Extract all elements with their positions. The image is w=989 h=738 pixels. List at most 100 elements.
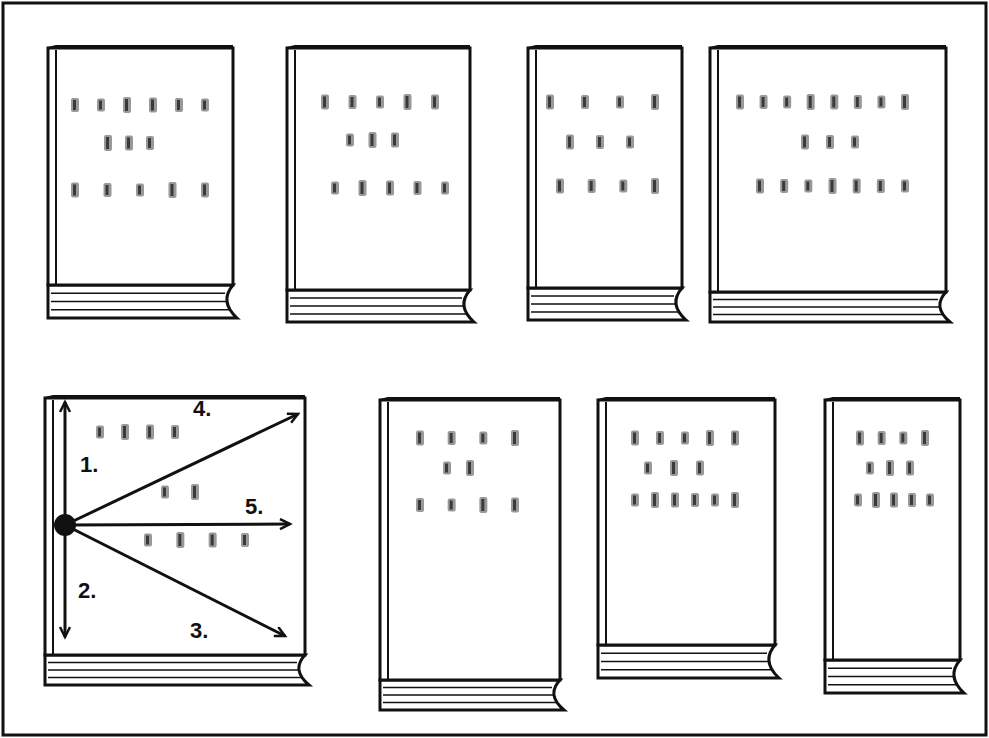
illegible-text-mark <box>906 461 914 476</box>
illegible-text-mark <box>369 132 377 148</box>
page-line <box>383 694 554 696</box>
illegible-text-mark <box>804 180 812 193</box>
illegible-text-mark <box>106 137 109 149</box>
direction-arrow <box>64 402 67 525</box>
illegible-text-mark <box>854 95 862 109</box>
page-line <box>601 669 771 671</box>
illegible-text-mark <box>658 433 661 443</box>
illegible-text-mark <box>416 498 424 512</box>
illegible-text-mark <box>619 180 627 193</box>
illegible-text-mark <box>191 484 199 500</box>
illegible-text-mark <box>193 486 196 498</box>
illegible-text-mark <box>104 183 112 197</box>
illegible-text-mark <box>443 184 446 193</box>
illegible-text-mark <box>651 178 659 194</box>
illegible-text-mark <box>698 463 701 474</box>
page-block <box>45 655 309 685</box>
illegible-text-mark <box>783 96 791 109</box>
illegible-text-mark <box>801 135 809 150</box>
illegible-text-mark <box>866 462 874 475</box>
page-line <box>601 653 767 655</box>
illegible-text-mark <box>418 433 421 444</box>
cover-edge <box>598 398 775 400</box>
illegible-text-mark <box>626 136 634 149</box>
illegible-text-mark <box>733 433 736 444</box>
illegible-text-mark <box>331 182 339 195</box>
illegible-text-mark <box>468 462 471 474</box>
cover-edge <box>528 46 682 48</box>
book-spine <box>535 50 537 288</box>
illegible-text-mark <box>928 496 931 505</box>
illegible-text-mark <box>404 94 412 110</box>
illegible-text-mark <box>731 431 739 446</box>
illegible-text-mark <box>879 98 882 107</box>
illegible-text-mark <box>628 138 631 147</box>
illegible-text-mark <box>633 433 636 444</box>
illegible-text-mark <box>807 94 815 110</box>
illegible-text-mark <box>511 430 519 446</box>
illegible-text-mark <box>450 501 453 510</box>
illegible-text-mark <box>391 133 399 148</box>
illegible-text-mark <box>121 424 129 440</box>
illegible-text-mark <box>588 179 596 193</box>
cover-edge <box>48 46 233 48</box>
illegible-text-mark <box>201 99 209 112</box>
illegible-text-mark <box>855 181 858 192</box>
illegible-text-mark <box>173 427 176 437</box>
illegible-text-mark <box>923 432 926 444</box>
illegible-text-mark <box>71 183 79 198</box>
cover-edge <box>710 46 946 48</box>
illegible-text-mark <box>97 99 105 112</box>
page-line <box>290 297 462 299</box>
book-cover <box>710 48 946 292</box>
illegible-text-mark <box>854 494 862 507</box>
page-line <box>48 677 301 679</box>
illegible-text-mark <box>568 137 571 148</box>
illegible-text-mark <box>733 494 736 506</box>
illegible-text-mark <box>71 98 79 112</box>
illegible-text-mark <box>511 498 519 513</box>
illegible-text-mark <box>106 185 109 195</box>
frame <box>3 3 986 735</box>
book-cover <box>48 48 233 285</box>
illegible-text-mark <box>621 182 624 191</box>
illegible-text-mark <box>209 533 217 548</box>
illegible-text-mark <box>443 462 451 475</box>
direction-arrow <box>65 524 290 525</box>
illegible-text-mark <box>450 433 453 443</box>
illegible-text-mark <box>163 488 166 497</box>
illegible-text-mark <box>445 464 448 473</box>
start-dot <box>54 514 76 536</box>
page-block <box>825 660 964 693</box>
book-spine <box>294 50 296 290</box>
illegible-text-mark <box>886 460 894 476</box>
book-cover <box>598 400 775 645</box>
illegible-text-mark <box>874 494 877 506</box>
illegible-text-mark <box>856 97 859 107</box>
book-cover <box>287 48 470 290</box>
illegible-text-mark <box>651 492 659 508</box>
illegible-text-mark <box>321 95 329 110</box>
illegible-text-mark <box>831 180 834 192</box>
illegible-text-mark <box>872 492 880 508</box>
illegible-text-mark <box>631 431 639 446</box>
illegible-text-mark <box>203 185 206 196</box>
illegible-text-mark <box>431 95 439 110</box>
page-line <box>51 309 229 311</box>
book-spine <box>605 402 607 645</box>
illegible-text-mark <box>416 183 419 193</box>
illegible-text-mark <box>479 432 487 445</box>
illegible-text-mark <box>513 500 516 511</box>
illegible-text-mark <box>877 179 885 193</box>
illegible-text-mark <box>671 493 679 508</box>
illegible-text-mark <box>127 138 130 149</box>
page-line <box>290 305 464 307</box>
illegible-text-mark <box>736 95 744 110</box>
illegible-text-mark <box>651 94 659 110</box>
page-line <box>531 295 674 297</box>
illegible-text-mark <box>546 95 554 110</box>
illegible-text-mark <box>416 431 424 446</box>
book-cover <box>825 400 960 660</box>
illegible-text-mark <box>780 179 788 193</box>
